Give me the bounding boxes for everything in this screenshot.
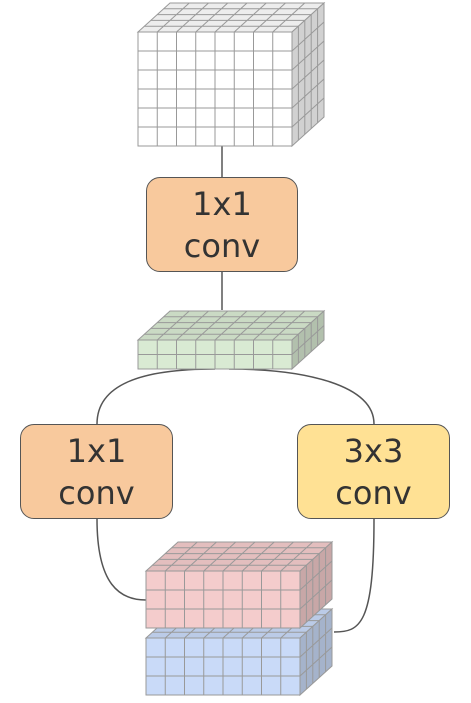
expand1x1-output-volume	[144, 540, 334, 630]
expand1x1-kernel-label: 1x1	[66, 431, 127, 470]
expand-conv-3x3-box: 3x3 conv	[297, 424, 450, 519]
expand1x1-conv-label: conv	[58, 473, 135, 512]
squeeze-conv-1x1-box: 1x1 conv	[146, 177, 298, 272]
squeeze-output-volume	[136, 309, 326, 371]
connector-block-to-expand1x1	[96, 368, 216, 425]
connector-block-to-expand3x3	[228, 368, 375, 425]
connector-expand1x1-to-concat	[96, 518, 147, 601]
squeeze-conv-label: conv	[183, 226, 261, 265]
expand-conv-1x1-box: 1x1 conv	[20, 424, 173, 519]
expand3x3-conv-label: conv	[335, 473, 412, 512]
expand3x3-kernel-label: 3x3	[343, 431, 404, 470]
squeeze-kernel-label: 1x1	[192, 184, 252, 223]
input-feature-volume	[136, 1, 326, 148]
connectors	[96, 146, 375, 633]
connector-expand3x3-to-concat	[333, 518, 375, 633]
